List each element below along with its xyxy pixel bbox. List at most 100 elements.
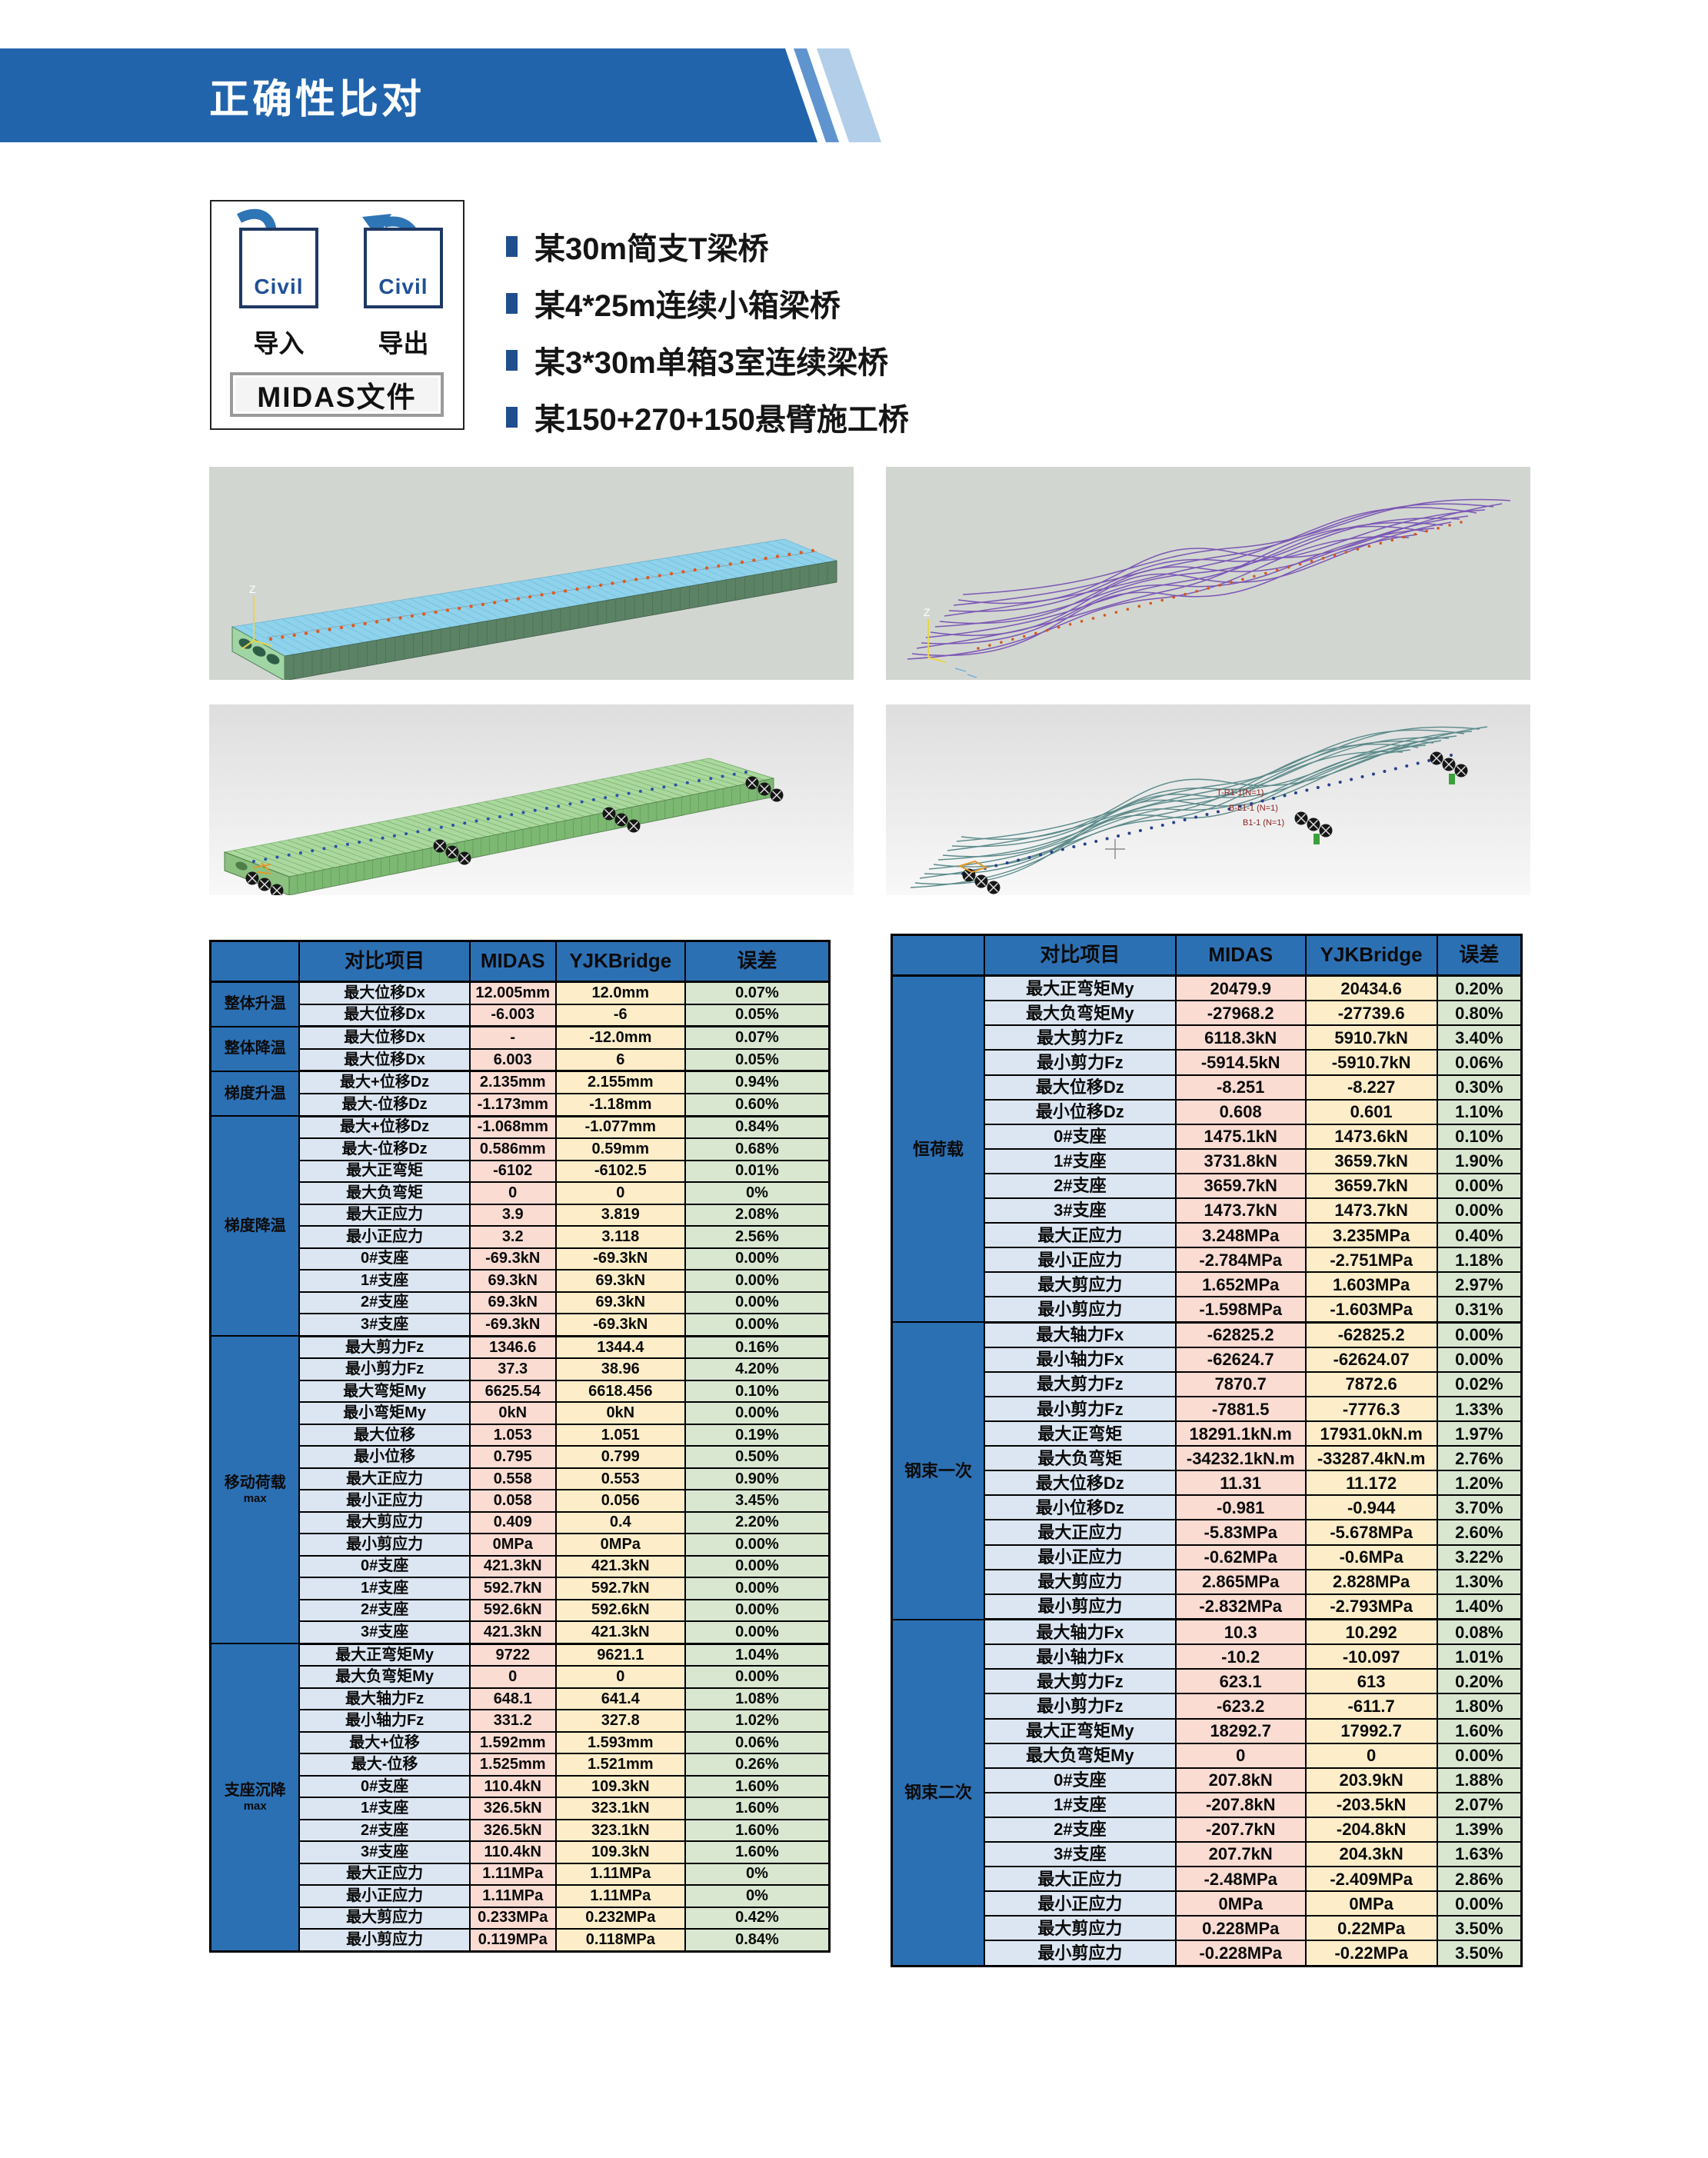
bullet-square-icon: [506, 406, 518, 428]
item-cell: 0#支座: [983, 1123, 1177, 1150]
item-cell: 最大剪应力: [983, 1915, 1177, 1942]
group-label-cell: 整体升温: [209, 981, 301, 1027]
yjk-cell: 1.603MPa: [1304, 1271, 1438, 1298]
item-cell: 最大剪力Fz: [983, 1668, 1177, 1695]
yjk-cell: -0.944: [1304, 1494, 1438, 1521]
midas-cell: 20479.9: [1174, 974, 1307, 1002]
midas-cell: -2.784MPa: [1174, 1247, 1307, 1274]
midas-cell: 18291.1kN.m: [1174, 1420, 1307, 1447]
midas-cell: -: [468, 1025, 557, 1050]
midas-cell: 1.525mm: [468, 1753, 557, 1777]
midas-cell: 0.558: [468, 1467, 557, 1491]
item-cell: 最大负弯矩My: [983, 1742, 1177, 1769]
midas-file-box: MIDAS文件: [230, 372, 444, 417]
err-cell: 3.50%: [1436, 1940, 1523, 1968]
err-cell: 2.97%: [1436, 1271, 1523, 1298]
midas-cell: 6.003: [468, 1047, 557, 1073]
err-cell: 2.86%: [1436, 1866, 1523, 1893]
err-cell: 0.00%: [1436, 1890, 1523, 1917]
item-cell: 最大正应力: [983, 1866, 1177, 1893]
column-header: 对比项目: [298, 940, 471, 983]
err-cell: 1.60%: [1436, 1717, 1523, 1744]
err-cell: 2.76%: [1436, 1445, 1523, 1472]
midas-cell: -62624.7: [1174, 1346, 1307, 1373]
yjk-cell: 641.4: [554, 1687, 686, 1711]
err-cell: 1.33%: [1436, 1396, 1523, 1423]
yjk-cell: -6102.5: [554, 1159, 686, 1184]
yjk-cell: 3.819: [554, 1203, 686, 1227]
yjk-cell: -12.0mm: [554, 1025, 686, 1050]
item-cell: 最大-位移: [298, 1753, 471, 1777]
column-header: MIDAS: [1174, 934, 1307, 977]
midas-cell: 3.2: [468, 1225, 557, 1249]
err-cell: 0.84%: [684, 1115, 831, 1140]
err-cell: 2.20%: [684, 1510, 831, 1535]
yjk-cell: 2.155mm: [554, 1070, 686, 1095]
midas-cell: 3731.8kN: [1174, 1147, 1307, 1174]
midas-cell: -0.228MPa: [1174, 1940, 1307, 1968]
item-cell: 最大正弯矩: [983, 1420, 1177, 1447]
err-cell: 2.56%: [684, 1225, 831, 1249]
item-cell: 最大正应力: [983, 1222, 1177, 1249]
midas-cell: 326.5kN: [468, 1797, 557, 1820]
item-cell: 最大负弯矩My: [983, 1000, 1177, 1027]
err-cell: 0.01%: [684, 1159, 831, 1184]
item-cell: 最小剪应力: [298, 1928, 471, 1953]
midas-cell: 331.2: [468, 1709, 557, 1733]
midas-cell: -69.3kN: [468, 1313, 557, 1337]
midas-cell: 69.3kN: [468, 1269, 557, 1293]
err-cell: 0%: [684, 1181, 831, 1205]
err-cell: 0.00%: [684, 1290, 831, 1315]
midas-cell: 326.5kN: [468, 1818, 557, 1843]
yjk-cell: -0.6MPa: [1304, 1544, 1438, 1570]
group-label-cell: 梯度升温: [209, 1070, 301, 1117]
yjk-cell: 0.4: [554, 1510, 686, 1535]
yjk-cell: -62825.2: [1304, 1321, 1438, 1348]
item-cell: 最大负弯矩My: [298, 1665, 471, 1689]
midas-cell: -69.3kN: [468, 1247, 557, 1271]
yjk-cell: 1344.4: [554, 1335, 686, 1360]
midas-cell: 1.652MPa: [1174, 1271, 1307, 1298]
yjk-cell: -69.3kN: [554, 1247, 686, 1271]
item-cell: 1#支座: [298, 1797, 471, 1820]
item-cell: 最大负弯矩: [298, 1181, 471, 1205]
yjk-cell: 1.11MPa: [554, 1862, 686, 1887]
corner-cell: [209, 940, 301, 983]
err-cell: 0.16%: [684, 1335, 831, 1360]
midas-cell: 37.3: [468, 1357, 557, 1381]
yjk-cell: 0.056: [554, 1489, 686, 1513]
civil-logo-text: Civil: [378, 275, 428, 298]
err-cell: 1.10%: [1436, 1098, 1523, 1125]
item-cell: 最大剪应力: [298, 1906, 471, 1930]
err-cell: 0.40%: [1436, 1222, 1523, 1249]
err-cell: 0.00%: [1436, 1742, 1523, 1769]
midas-cell: -7881.5: [1174, 1396, 1307, 1423]
item-cell: 最小弯矩My: [298, 1401, 471, 1425]
yjk-cell: 1473.6kN: [1304, 1123, 1438, 1150]
yjk-cell: 69.3kN: [554, 1269, 686, 1293]
err-cell: 0.00%: [684, 1554, 831, 1579]
item-cell: 最小剪力Fz: [983, 1693, 1177, 1720]
item-cell: 最小位移Dz: [983, 1494, 1177, 1521]
